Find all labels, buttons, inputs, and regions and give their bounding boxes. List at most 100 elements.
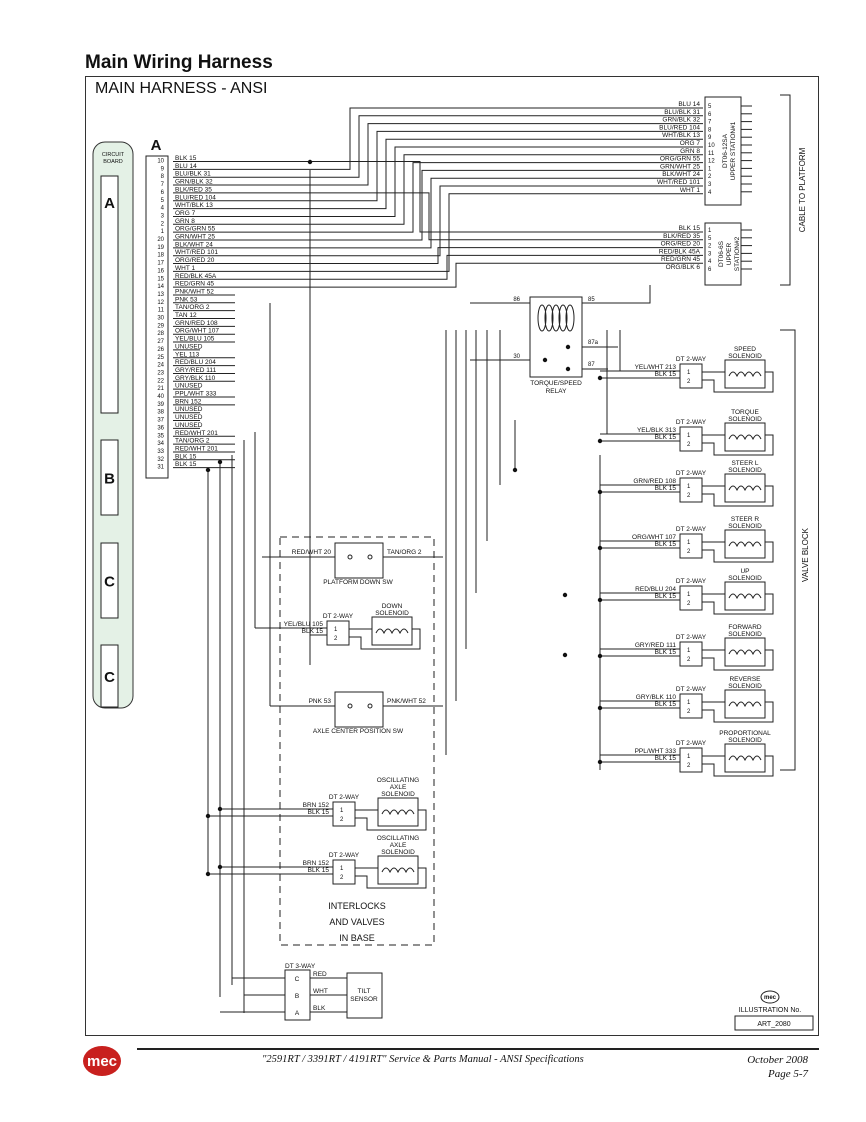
valve-solenoid-3-connector-label: DT 2-WAY: [676, 470, 707, 477]
splice-dot: [597, 545, 603, 551]
upper-station-1-wire-label: BLU/RED 104: [659, 124, 700, 131]
upper-station-1-connector: [704, 96, 742, 206]
relay-coil-icon: [537, 304, 547, 332]
coil-icon: [728, 649, 762, 656]
valve-solenoid-8-pin: 1: [687, 754, 691, 760]
circuit-board-label: BOARD: [103, 159, 123, 165]
valve-solenoid-8-coil-box: [724, 743, 766, 773]
upper-station-1-wire-label: WHT 1: [680, 187, 700, 194]
oscillating-solenoid-2-name: OSCILLATING: [377, 835, 420, 842]
upper-station-1-pin: 3: [708, 182, 712, 188]
connector-a-pin: 22: [157, 378, 164, 384]
valve-block-label: VALVE BLOCK: [801, 527, 810, 582]
upper-station-1-pin: 9: [708, 135, 712, 141]
oscillating-solenoid-1-pin: 1: [340, 808, 344, 814]
connector-a-pin: 33: [157, 449, 164, 455]
splice-dot: [562, 652, 568, 658]
valve-solenoid-1-connector-label: DT 2-WAY: [676, 356, 707, 363]
connector-a-body: [145, 155, 169, 479]
tilt-pin: C: [295, 976, 300, 983]
relay-terminal-86: 86: [513, 297, 520, 303]
valve-solenoid-5-wire2-label: BLK 15: [655, 593, 677, 600]
footer-page-number: Page 5-7: [767, 1068, 808, 1080]
oscillating-solenoid-1-connector: [332, 801, 356, 827]
valve-solenoid-5-connector-label: DT 2-WAY: [676, 578, 707, 585]
harness-wire: [235, 115, 703, 178]
valve-solenoid-2-wire1-label: YEL/BLK 313: [637, 427, 676, 434]
tilt-wire-label: BLK: [313, 1005, 326, 1012]
valve-solenoid-1-pin: 2: [687, 379, 691, 385]
connector-a-pin: 19: [157, 245, 164, 251]
relay-coil-icon: [551, 304, 561, 332]
valve-solenoid-3-pin: 2: [687, 493, 691, 499]
connector-a-wire-label: BLK/RED 35: [175, 186, 212, 193]
valve-solenoid-3-name: SOLENOID: [728, 467, 762, 474]
upper-station-1-pin: 7: [708, 120, 712, 126]
upper-station-1-label: UPPER STATION#1: [730, 121, 737, 180]
switch-contact-icon: [347, 554, 353, 560]
valve-solenoid-1-wire2-label: BLK 15: [655, 371, 677, 378]
wire: [355, 867, 427, 889]
splice-dot: [205, 467, 211, 473]
illustration-label: ILLUSTRATION No.: [739, 1007, 802, 1014]
wire: [702, 485, 774, 507]
splice-dot: [205, 871, 211, 877]
connector-a-wire-label: BLU/RED 104: [175, 194, 216, 201]
upper-station-1-pin: 11: [708, 151, 715, 157]
oscillating-solenoid-1-name: SOLENOID: [381, 791, 415, 798]
circuit-board-slot-c: [100, 542, 119, 619]
connector-a-wire-label: UNUSED: [175, 406, 203, 413]
splice-dot: [597, 375, 603, 381]
platform-down-switch: [334, 542, 384, 579]
upper-station-2-label: STATION#2: [734, 236, 741, 271]
coil-icon: [381, 809, 415, 816]
connector-a-pin: 15: [157, 276, 164, 282]
down-solenoid-wire1-label: YEL/BLU 105: [284, 621, 324, 628]
valve-solenoid-8-connector-label: DT 2-WAY: [676, 740, 707, 747]
valve-solenoid-5-name: UP: [740, 568, 749, 575]
connector-a-wire-label: GRY/BLK 110: [175, 375, 216, 382]
connector-a-wire-label: PNK 53: [175, 296, 198, 303]
splice-dot: [542, 357, 548, 363]
illustration-logo: mec: [764, 995, 777, 1001]
upper-station-1-wire-label: BLU 14: [678, 101, 700, 108]
valve-solenoid-3-wire1-label: GRN/RED 108: [633, 478, 676, 485]
splice-dot: [512, 467, 518, 473]
coil-icon: [728, 541, 762, 548]
valve-solenoid-6-name: FORWARD: [728, 624, 762, 631]
connector-a-wire-label: GRY/RED 111: [175, 367, 217, 374]
oscillating-solenoid-2-name: AXLE: [390, 842, 407, 849]
relay-terminal-87a: 87a: [588, 340, 599, 346]
splice-dot: [565, 344, 571, 350]
coil-icon: [728, 485, 762, 492]
valve-solenoid-1-name: SOLENOID: [728, 353, 762, 360]
upper-station-1-pin: 4: [708, 190, 712, 196]
upper-station-1-label: DT06-12SA: [722, 133, 729, 168]
connector-a-wire-label: WHT 1: [175, 265, 195, 272]
valve-solenoid-4-name: SOLENOID: [728, 523, 762, 530]
connector-a-pin: 40: [157, 394, 164, 400]
upper-station-1-wire-label: GRN 8: [680, 148, 700, 155]
valve-solenoid-1-coil-box: [724, 359, 766, 389]
splice-dot: [217, 864, 223, 870]
mec-logo-small: [760, 990, 780, 1004]
valve-solenoid-4-name: STEER R: [731, 516, 759, 523]
connector-a-wire-label: ORG/WHT 107: [175, 328, 219, 335]
valve-solenoid-7-connector-label: DT 2-WAY: [676, 686, 707, 693]
connector-a-pin: 12: [157, 300, 164, 306]
slot-label: C: [104, 574, 115, 591]
harness-wire: [235, 130, 703, 202]
splice-dot: [597, 759, 603, 765]
oscillating-solenoid-2-name: SOLENOID: [381, 849, 415, 856]
valve-solenoid-6-coil-box: [724, 637, 766, 667]
connector-a-wire-label: UNUSED: [175, 383, 203, 390]
oscillating-solenoid-2-wire2-label: BLK 15: [308, 867, 330, 874]
upper-station-1-pin: 12: [708, 159, 715, 165]
valve-solenoid-7-wire2-label: BLK 15: [655, 701, 677, 708]
splice-dot: [205, 813, 211, 819]
connector-a-pin: 34: [157, 441, 164, 447]
relay-terminal-85: 85: [588, 297, 595, 303]
cable-bracket: [780, 94, 791, 286]
wire: [702, 593, 774, 615]
